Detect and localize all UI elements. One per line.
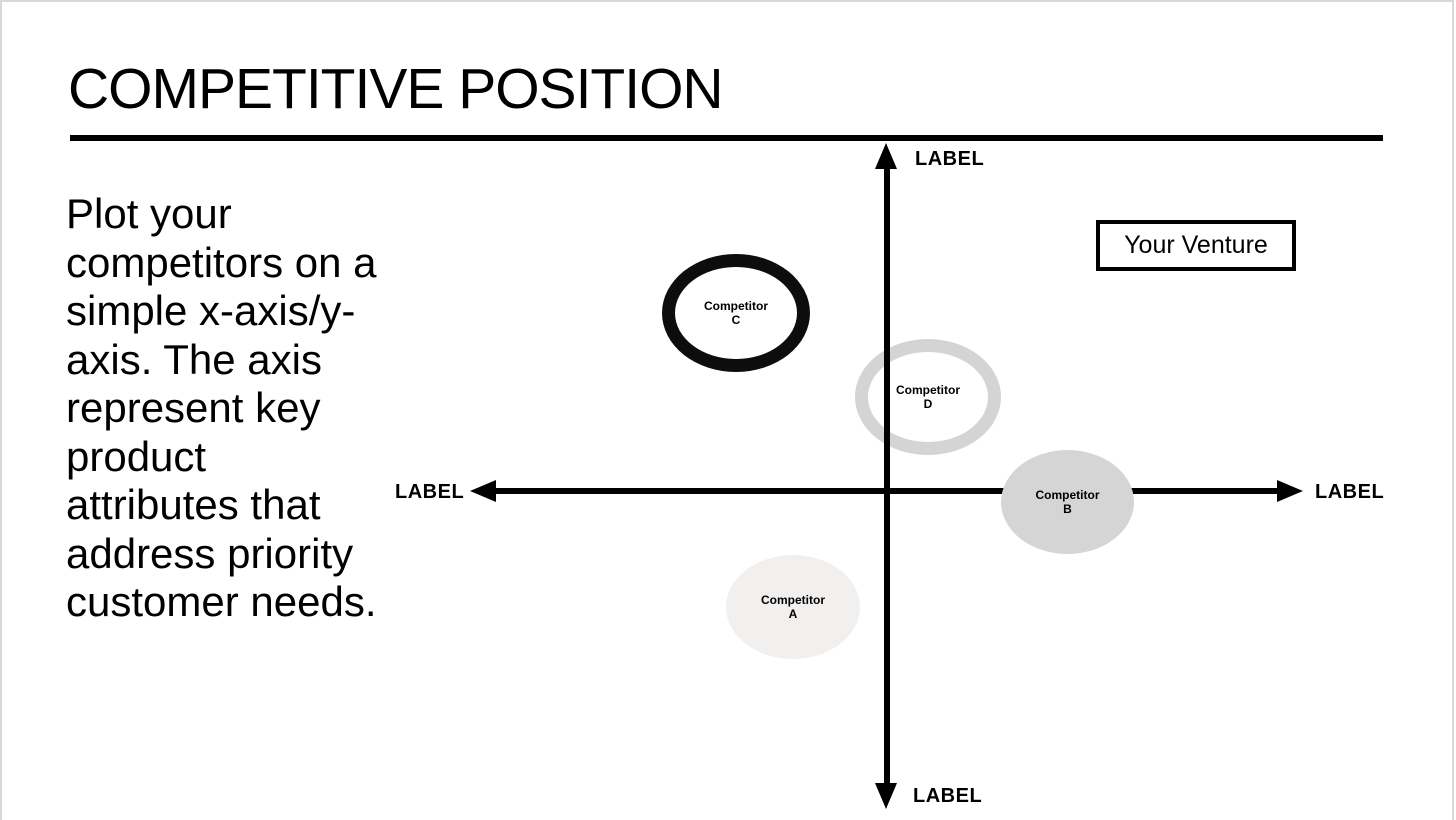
competitor-a-label: Competitor A (761, 592, 825, 622)
x-axis-left-label: LABEL (395, 481, 465, 503)
y-axis-bottom-label: LABEL (913, 785, 983, 807)
slide-title: COMPETITIVE POSITION (68, 57, 724, 121)
x-axis-right-arrowhead-icon (1277, 480, 1303, 502)
x-axis-line (488, 488, 1283, 494)
x-axis-right-label: LABEL (1315, 481, 1385, 503)
x-axis-left-arrowhead-icon (470, 480, 496, 502)
title-underline-rule (70, 135, 1383, 141)
frame-border-top (0, 0, 1454, 2)
competitor-c-ellipse: Competitor C (662, 254, 810, 372)
competitor-b-label: Competitor B (1035, 487, 1100, 517)
y-axis-bottom-arrowhead-icon (875, 783, 897, 809)
competitor-d-ellipse: Competitor D (855, 339, 1001, 455)
your-venture-label: Your Venture (1124, 231, 1268, 259)
y-axis-top-label: LABEL (915, 148, 985, 170)
y-axis-line (884, 160, 890, 790)
competitor-d-label: Competitor D (896, 382, 960, 412)
competitor-a-ellipse: Competitor A (726, 555, 860, 659)
frame-border-right (1452, 0, 1454, 820)
frame-border-left (0, 0, 2, 820)
competitor-c-label: Competitor C (704, 298, 768, 328)
your-venture-box: Your Venture (1096, 220, 1296, 271)
slide-description: Plot your competitors on a simple x-axis… (66, 190, 377, 625)
competitor-b-ellipse: Competitor B (1001, 450, 1134, 554)
y-axis-top-arrowhead-icon (875, 143, 897, 169)
